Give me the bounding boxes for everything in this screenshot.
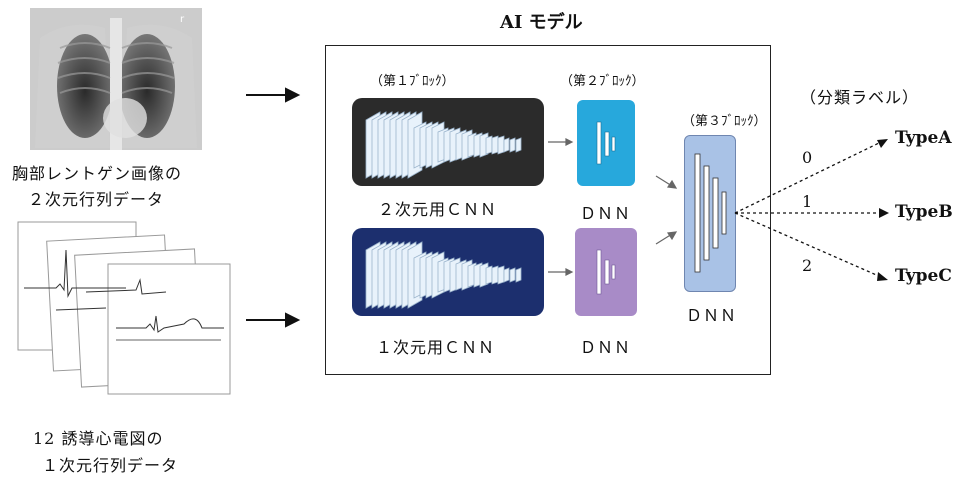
ecg-label-line2: １次元行列データ [42,456,179,475]
output-index-0: 0 [802,148,814,167]
dnn-bottom-layers-icon [596,249,616,295]
dnn-final-layers-icon [694,153,727,273]
output-index-2: 2 [802,256,814,275]
block2-label: （第２ﾌﾞﾛｯｸ） [560,74,645,89]
ai-model-box [325,45,771,375]
output-header: （分類ラベル） [800,88,920,107]
svg-text:r: r [180,14,185,25]
input-arrows [246,87,301,328]
block3-label: （第３ﾌﾞﾛｯｸ） [682,114,767,129]
dnn-to-final-arrows [655,175,678,245]
cnn1d-layers-icon [365,241,522,309]
output-arrows [734,139,889,281]
arrow-to-typec [734,212,882,278]
cnn1d-box [352,228,544,316]
output-label-typea: TypeA [895,128,952,148]
xray-label-line2: ２次元行列データ [28,190,165,209]
output-index-1: 1 [802,192,814,211]
dnn-top-label: ＤＮＮ [580,204,632,223]
model-title: AI モデル [500,12,583,33]
cnn1d-label: １次元用ＣＮＮ [376,338,496,357]
cnn2d-box [352,98,544,186]
cnn2d-layers-icon [365,111,522,179]
dnn-top-layers-icon [596,121,616,165]
dnn-bottom-label: ＤＮＮ [580,338,632,357]
output-label-typec: TypeC [895,266,952,286]
dnn-top-box [577,100,635,186]
cnn2d-label: ２次元用ＣＮＮ [378,200,498,219]
ecg-image [17,221,231,395]
dnn-final-box [684,135,736,292]
dnn-bottom-box [575,228,637,316]
cnn-to-dnn-arrows [548,138,574,276]
block1-label: （第１ﾌﾞﾛｯｸ） [370,74,455,89]
xray-image: r [30,8,202,150]
dnn-final-label: ＤＮＮ [686,306,738,325]
output-label-typeb: TypeB [895,202,953,222]
xray-label-line1: 胸部レントゲン画像の [12,164,183,183]
ecg-label-line1: 12 誘導心電図の [33,429,164,448]
